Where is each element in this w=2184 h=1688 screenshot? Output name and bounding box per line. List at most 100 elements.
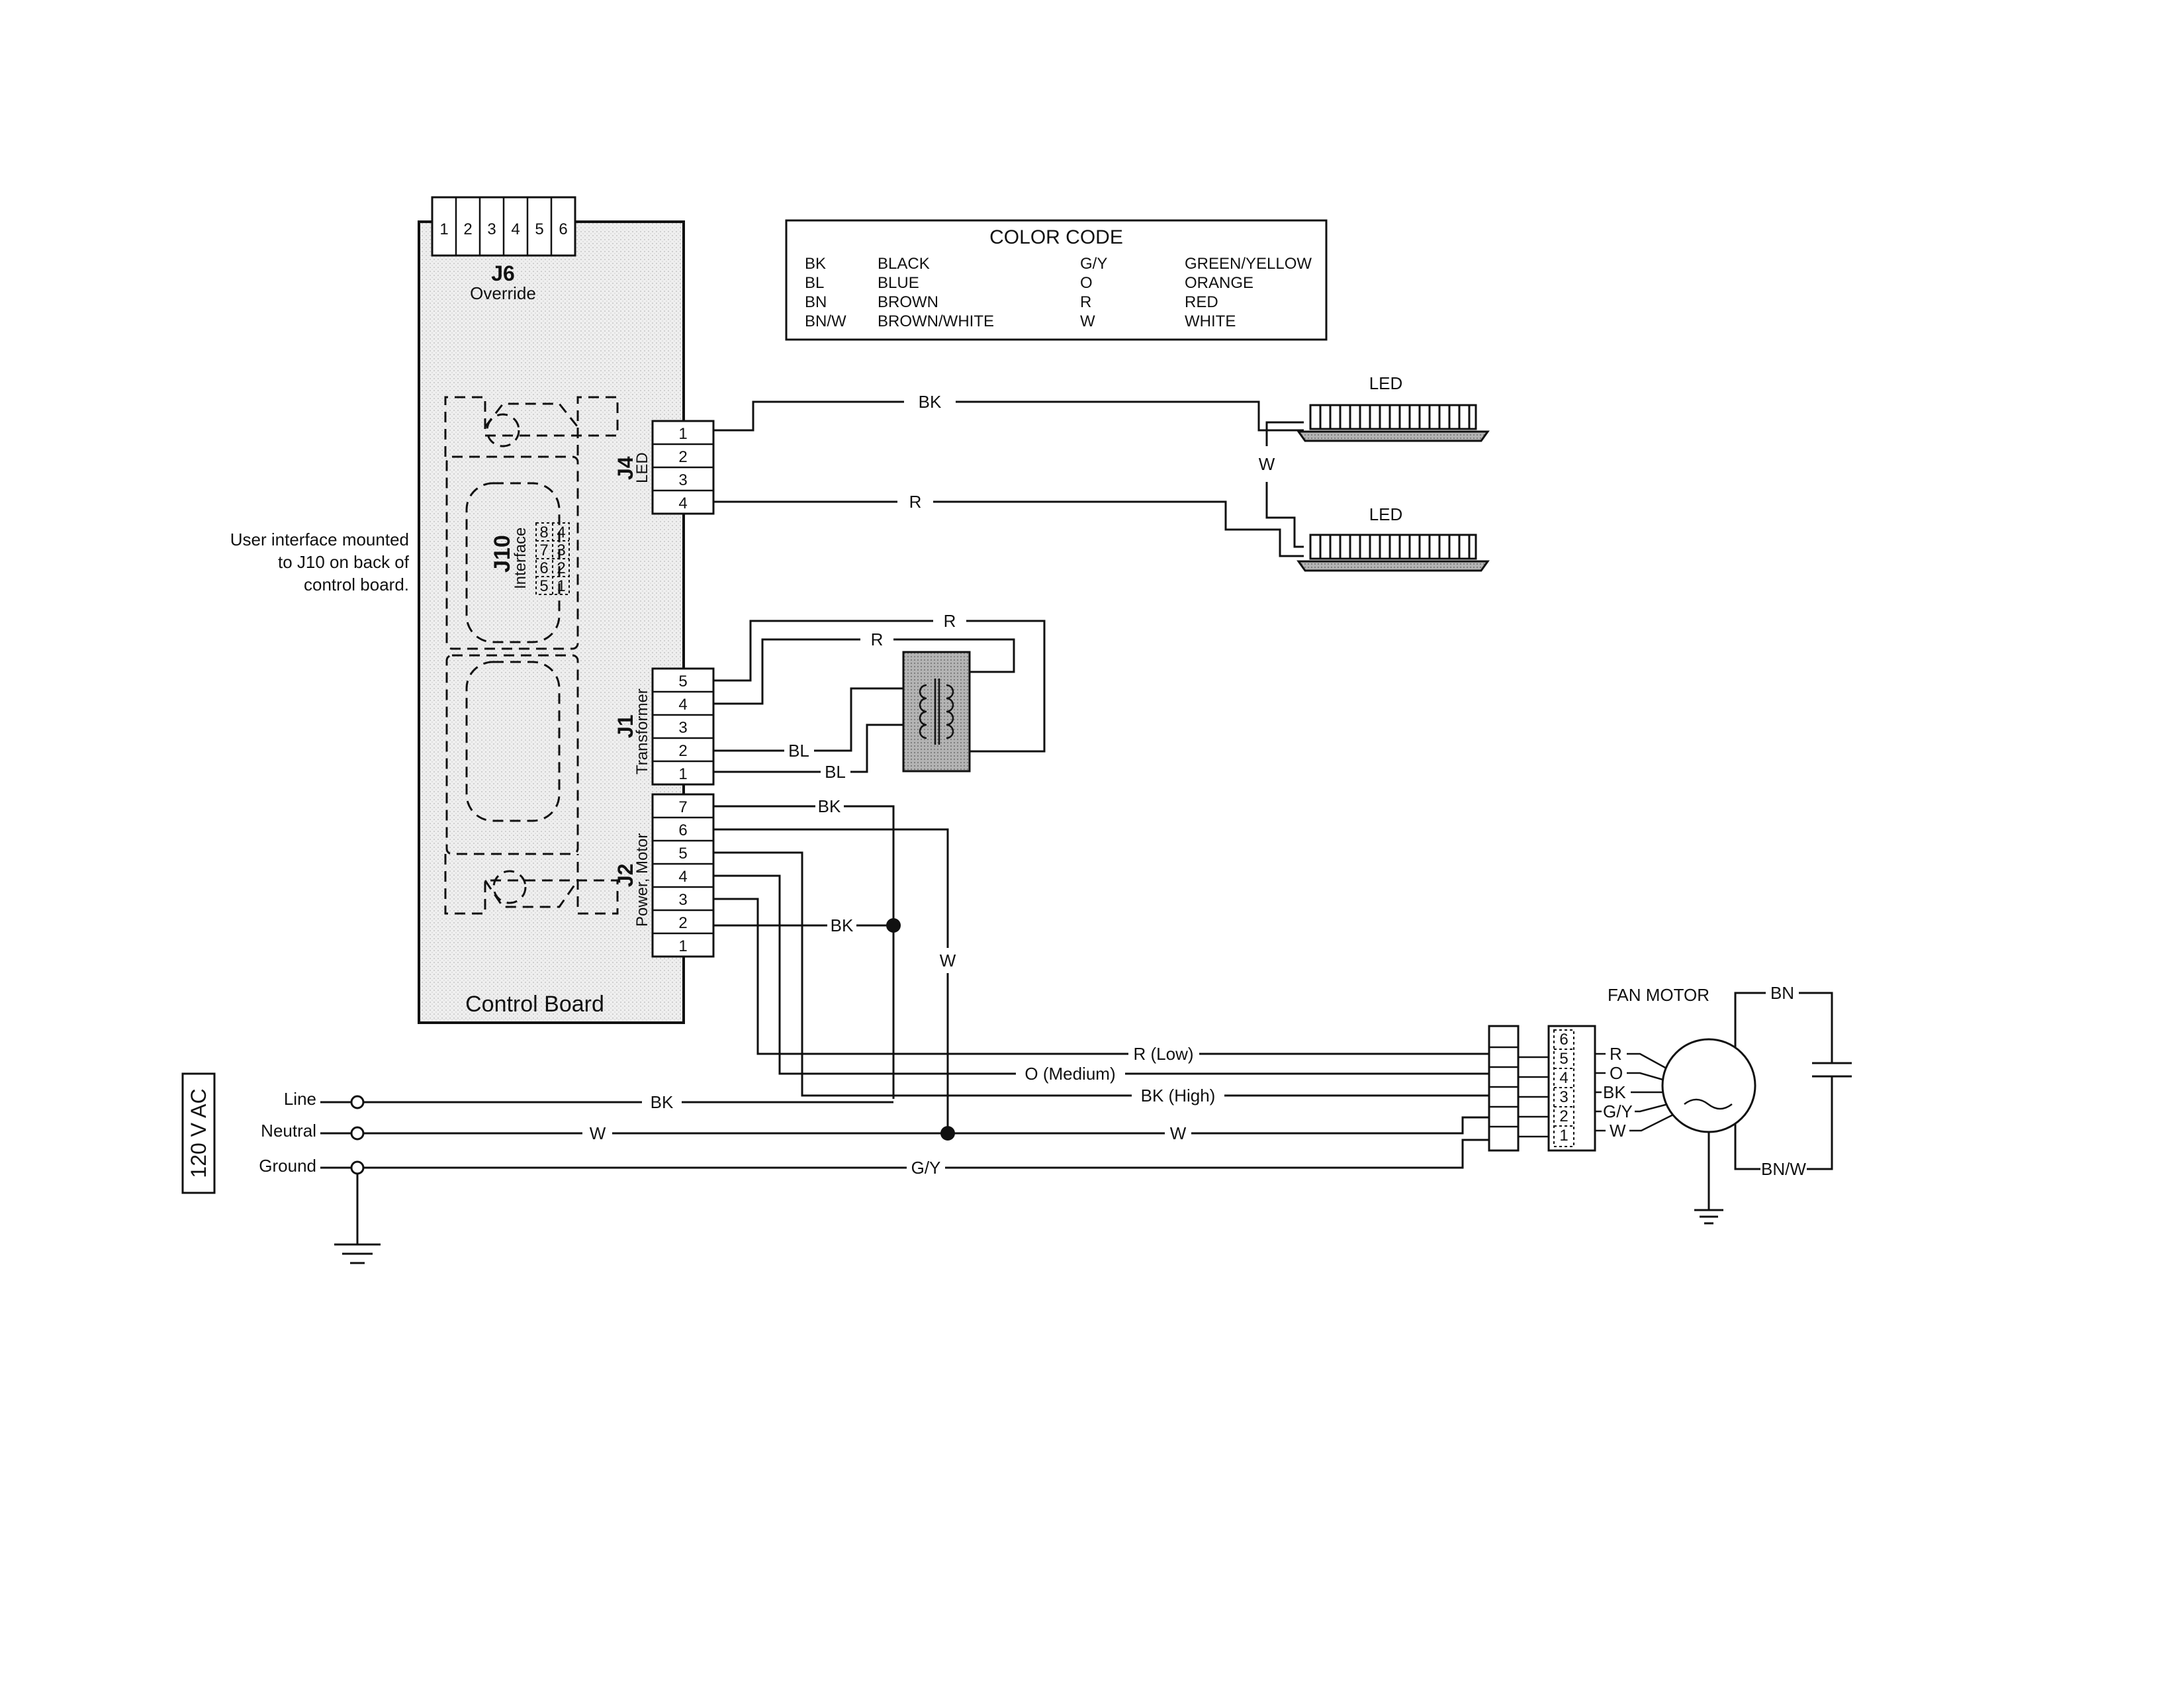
j10-connector: J10 Interface 8 7 6 5 4 3 2 1 — [490, 522, 570, 595]
j10-pin-8: 8 — [539, 524, 548, 541]
wire-label-motor-high: BK (High) — [1141, 1086, 1216, 1105]
j1-label: J1 — [614, 714, 637, 738]
j10-pin-2: 2 — [557, 559, 565, 577]
j2-pin-3: 3 — [678, 891, 687, 909]
j2-pin-6: 6 — [678, 821, 687, 839]
j4-pin-1: 1 — [678, 425, 687, 443]
power-label: 120 V AC — [187, 1088, 210, 1178]
j2-pin-4: 4 — [678, 868, 687, 886]
led-top-segments — [1319, 405, 1471, 429]
motor-pin-5: 5 — [1559, 1050, 1568, 1068]
earth-ground-icon — [334, 1174, 381, 1264]
j1-connector: 5 4 3 2 1 J1 Transformer — [614, 667, 715, 786]
j10-pin-5: 5 — [539, 577, 548, 595]
user-interface-outline — [444, 396, 619, 915]
j6-label: J6 — [491, 261, 515, 285]
j10-label: J10 — [490, 535, 515, 573]
fan-motor-title: FAN MOTOR — [1608, 985, 1709, 1005]
control-board-title: Control Board — [465, 992, 604, 1017]
note-line-2: to J10 on back of — [278, 552, 410, 572]
cc-right-name-0: GREEN/YELLOW — [1185, 255, 1312, 273]
wire-label-tr-bl-2: BL — [788, 741, 809, 761]
cap-wire-bnw: BN/W — [1761, 1159, 1806, 1179]
wire-label-line-bk: BK — [651, 1092, 674, 1112]
led-bottom-label: LED — [1369, 504, 1403, 524]
j6-pin-4: 4 — [511, 220, 520, 238]
control-board-outline — [418, 220, 685, 1024]
j2-pin-7: 7 — [678, 798, 687, 816]
j1-pin-4: 4 — [678, 696, 687, 714]
motor-pin-3: 3 — [1559, 1088, 1568, 1106]
motor-pin-6: 6 — [1559, 1031, 1568, 1049]
note-line-3: control board. — [304, 575, 409, 594]
wire-label-tr-r-outer: R — [944, 611, 956, 631]
j6-pin-2: 2 — [463, 220, 472, 238]
j2-pin-1: 1 — [678, 937, 687, 955]
led-top: LED — [1297, 373, 1490, 442]
j4-sublabel: LED — [633, 452, 651, 483]
j10-pin-4: 4 — [557, 524, 565, 541]
wire-label-led-w: W — [1259, 454, 1275, 474]
led-bottom-segments — [1319, 535, 1471, 559]
cc-right-name-3: WHITE — [1185, 312, 1236, 330]
color-code-title: COLOR CODE — [989, 226, 1123, 248]
wire-label-motor-medium: O (Medium) — [1024, 1064, 1115, 1084]
cc-left-code-1: BL — [805, 274, 824, 292]
motor-pin-2: 2 — [1559, 1107, 1568, 1125]
cc-left-name-2: BROWN — [878, 293, 938, 311]
j2-pin-2: 2 — [678, 914, 687, 932]
j10-sublabel: Interface — [512, 528, 529, 589]
control-board: 1 2 3 4 5 6 J6 Override J10 Interface — [418, 196, 715, 1024]
wire-label-tr-r-inner: R — [871, 630, 884, 649]
j10-pin-6: 6 — [539, 559, 548, 577]
led-wiring: BK R W — [713, 392, 1304, 557]
j4-label: J4 — [614, 456, 637, 480]
capacitor-icon — [1812, 1062, 1852, 1078]
wire-label-j2-bk-top: BK — [818, 796, 841, 816]
j6-connector: 1 2 3 4 5 6 J6 Override — [431, 196, 576, 303]
motor-wire-r: R — [1610, 1044, 1622, 1064]
j6-pin-3: 3 — [487, 220, 496, 238]
note-line-1: User interface mounted — [230, 530, 409, 549]
cc-right-name-1: ORANGE — [1185, 274, 1253, 292]
j1-pin-2: 2 — [678, 742, 687, 760]
motor-pin-1: 1 — [1559, 1127, 1568, 1145]
cc-right-code-3: W — [1080, 312, 1095, 330]
color-code-legend: COLOR CODE BK BLACK BL BLUE BN BROWN BN/… — [785, 219, 1328, 341]
cc-left-name-1: BLUE — [878, 274, 919, 292]
cc-right-code-1: O — [1080, 274, 1093, 292]
j2-pin-5: 5 — [678, 845, 687, 863]
user-interface-note: User interface mounted to J10 on back of… — [230, 530, 410, 594]
j6-pin-1: 1 — [439, 220, 448, 238]
cc-left-name-3: BROWN/WHITE — [878, 312, 994, 330]
j2-sublabel: Power, Motor — [633, 833, 651, 927]
cap-wire-bn: BN — [1770, 983, 1794, 1003]
j6-pin-6: 6 — [559, 220, 567, 238]
wire-label-led-r: R — [909, 492, 922, 512]
wire-label-ground-gy: G/Y — [911, 1158, 941, 1178]
motor-wire-bk: BK — [1603, 1082, 1626, 1102]
neutral-label: Neutral — [261, 1121, 316, 1141]
led-top-label: LED — [1369, 373, 1403, 393]
motor-pin-4: 4 — [1559, 1069, 1568, 1087]
motor-wire-o: O — [1610, 1063, 1623, 1083]
wire-label-neutral-w-left: W — [590, 1123, 606, 1143]
cc-left-code-3: BN/W — [805, 312, 846, 330]
j1-pin-5: 5 — [678, 673, 687, 690]
wire-label-led-bk: BK — [919, 392, 942, 412]
fan-motor-icon — [1661, 1038, 1756, 1133]
j4-connector: 1 2 3 4 J4 LED — [614, 420, 715, 515]
wire-label-neutral-w-right: W — [1170, 1123, 1187, 1143]
power-input: 120 V AC Line Neutral Ground BK W W G/Y — [181, 1072, 1489, 1264]
j4-pin-4: 4 — [678, 494, 687, 512]
cc-right-code-2: R — [1080, 293, 1091, 311]
j2-wiring: BK BK W BK (High) O (Medium) R (Low) — [713, 796, 1489, 1133]
j1-pin-3: 3 — [678, 719, 687, 737]
wire-label-motor-low: R (Low) — [1133, 1044, 1193, 1064]
cc-left-name-0: BLACK — [878, 255, 930, 273]
j2-connector: 7 6 5 4 3 2 1 J2 Power, Motor — [614, 793, 715, 958]
cc-right-code-0: G/Y — [1080, 255, 1107, 273]
wire-label-j2-w: W — [940, 951, 956, 970]
cc-left-code-2: BN — [805, 293, 827, 311]
